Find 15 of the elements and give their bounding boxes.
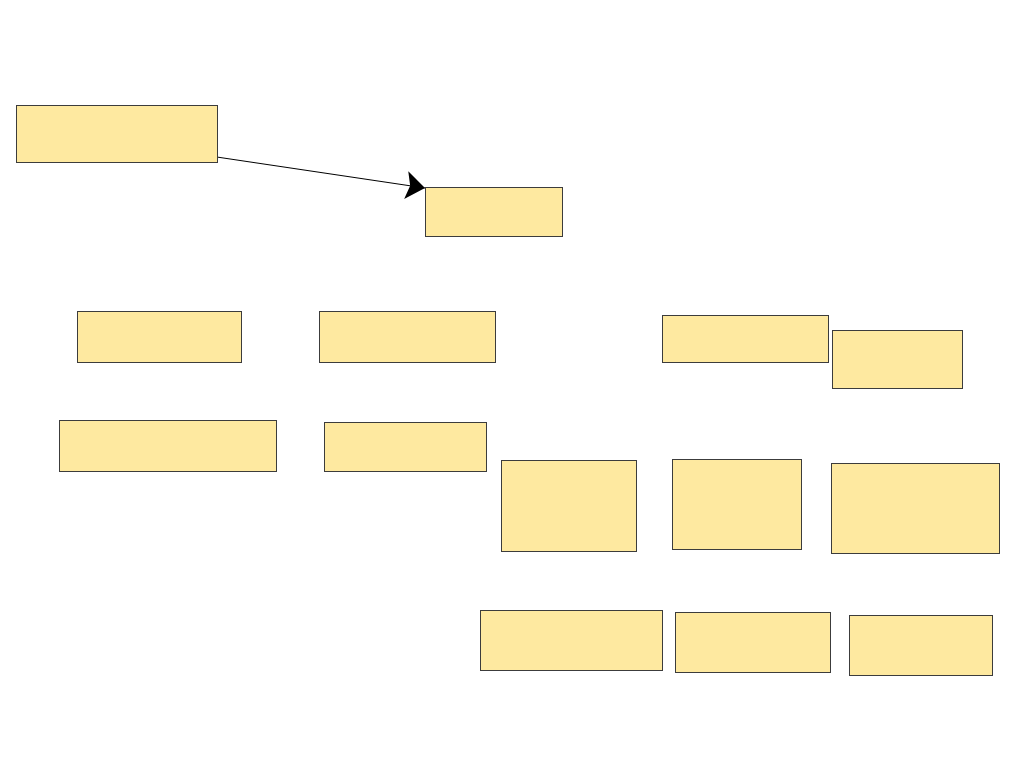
empty-box — [77, 311, 242, 363]
empty-box — [501, 460, 637, 552]
empty-box — [425, 187, 563, 237]
empty-box — [480, 610, 663, 671]
empty-box — [832, 330, 963, 389]
empty-box — [675, 612, 831, 673]
empty-box — [672, 459, 802, 550]
arrow — [217, 156, 426, 200]
empty-box — [319, 311, 496, 363]
empty-box — [662, 315, 829, 363]
empty-box — [324, 422, 487, 472]
empty-box — [849, 615, 993, 676]
empty-box — [59, 420, 277, 472]
empty-box — [16, 105, 218, 163]
empty-box — [831, 463, 1000, 554]
